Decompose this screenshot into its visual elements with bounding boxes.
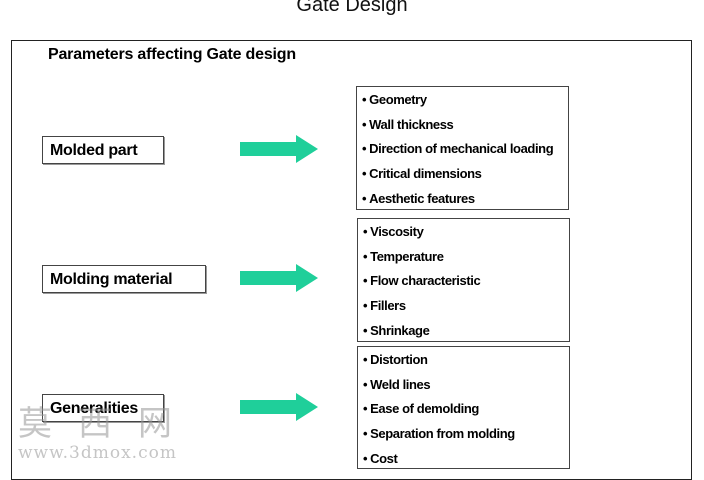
list-item: Viscosity (363, 222, 564, 247)
list-item: Flow characteristic (363, 271, 564, 296)
page-title: Gate Design (296, 0, 408, 16)
label-molded-part: Molded part (42, 136, 164, 164)
list-molding-material: Viscosity Temperature Flow characteristi… (357, 218, 570, 342)
arrow-right-icon (240, 264, 318, 292)
watermark-url: www.3dmox.com (18, 443, 177, 463)
arrow-right-icon (240, 393, 318, 421)
list-item: Cost (363, 449, 564, 474)
list-item: Aesthetic features (362, 189, 563, 214)
list-item: Temperature (363, 247, 564, 272)
list-item: Separation from molding (363, 424, 564, 449)
label-molding-material: Molding material (42, 265, 206, 293)
list-item: Wall thickness (362, 115, 563, 140)
list-item: Geometry (362, 90, 563, 115)
list-item: Weld lines (363, 375, 564, 400)
list-molded-part: Geometry Wall thickness Direction of mec… (356, 86, 569, 210)
watermark-chinese: 莫西网 (18, 404, 198, 444)
list-item: Ease of demolding (363, 399, 564, 424)
list-item: Fillers (363, 296, 564, 321)
label-generalities: Generalities (42, 394, 164, 422)
list-item: Direction of mechanical loading (362, 139, 563, 164)
list-item: Critical dimensions (362, 164, 563, 189)
diagram-heading: Parameters affecting Gate design (48, 46, 296, 63)
list-item: Distortion (363, 350, 564, 375)
arrow-right-icon (240, 135, 318, 163)
watermark: 莫西网 www.3dmox.com (18, 406, 198, 463)
list-generalities: Distortion Weld lines Ease of demolding … (357, 346, 570, 469)
list-item: Shrinkage (363, 321, 564, 346)
